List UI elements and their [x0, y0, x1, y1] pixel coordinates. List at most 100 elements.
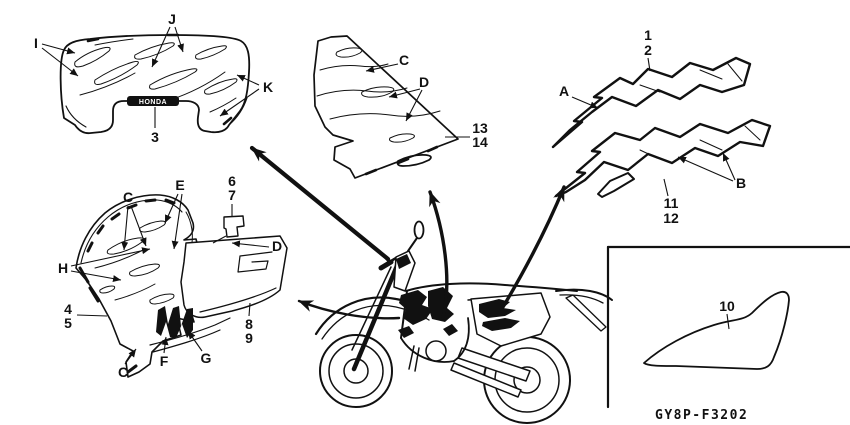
- callout-b: B: [736, 175, 746, 191]
- tank-decal-diagram: HONDA I J K 3: [34, 11, 273, 145]
- callout-c: C: [399, 52, 409, 68]
- rear-wheel-hub: [513, 366, 541, 394]
- callout-6: 6: [228, 173, 236, 189]
- seat-box: 10: [606, 245, 850, 409]
- callout-d: D: [419, 74, 429, 90]
- side-cover-channel: [237, 251, 273, 273]
- arrow-to-stripes: [501, 185, 566, 309]
- side-cover-outline: [180, 235, 288, 319]
- leader-d: [231, 240, 270, 248]
- tank-side-contour-left: [65, 105, 87, 128]
- leader-e-2: [171, 193, 183, 250]
- rear-frame-line: [453, 317, 470, 362]
- footpeg-line-1: [408, 345, 415, 370]
- tank-edge-marks: [86, 33, 233, 126]
- front-wheel-rim: [328, 343, 384, 399]
- leader-g: [187, 330, 203, 352]
- leader-c: [365, 63, 399, 73]
- handlebar-grip: [378, 259, 394, 271]
- leader-j-2: [174, 26, 184, 53]
- mirror: [413, 220, 425, 240]
- callout-9: 9: [245, 330, 253, 346]
- leader-j-1: [151, 26, 171, 68]
- rear-fender-line: [555, 288, 613, 301]
- leader-k-2: [219, 88, 260, 117]
- callout-3: 3: [151, 129, 159, 145]
- leader-10: [726, 313, 730, 330]
- side-shroud-diagram: C E 6 7 D H 4 5 8 9 C F G: [58, 173, 288, 380]
- stripe-upper-details: [639, 63, 743, 93]
- stripe-lower-fragment: [597, 172, 635, 198]
- callout-8: 8: [245, 316, 253, 332]
- callout-f: F: [160, 353, 169, 369]
- leader-1-2: [647, 57, 651, 72]
- leader-d-2: [405, 89, 423, 122]
- callout-14: 14: [472, 134, 488, 150]
- callout-13: 13: [472, 120, 488, 136]
- swingarm-upper: [457, 347, 531, 382]
- lower-band-line-1: [149, 317, 231, 346]
- motorcycle-illustration: [314, 220, 613, 424]
- callout-a: A: [559, 83, 569, 99]
- callout-e: E: [175, 177, 184, 193]
- leader-h-2: [70, 270, 122, 283]
- tank-camo-pattern: [74, 38, 238, 113]
- callout-10: 10: [719, 298, 735, 314]
- callout-2: 2: [644, 42, 652, 58]
- mirror-stem: [407, 237, 418, 252]
- leader-f: [161, 336, 169, 354]
- callout-d-side: D: [272, 238, 282, 254]
- rear-fender-blade: [565, 294, 607, 332]
- callout-c-lower: C: [118, 364, 128, 380]
- callout-arrows: [249, 145, 566, 320]
- callout-c-upper: C: [123, 189, 133, 205]
- leader-i-2: [41, 47, 79, 77]
- tab-connect-line: [212, 235, 227, 244]
- leader-8-9: [248, 302, 251, 317]
- arrow-to-shroud: [297, 299, 401, 320]
- callout-5: 5: [64, 315, 72, 331]
- front-panel-edge-marks: [364, 145, 439, 176]
- lower-band-line-2: [152, 329, 221, 353]
- front-panel-outline: [313, 35, 459, 179]
- callout-1: 1: [644, 27, 652, 43]
- leader-c-upper-2: [130, 205, 147, 247]
- front-fork-inner: [351, 266, 392, 351]
- callout-12: 12: [663, 210, 679, 226]
- swingarm-lower: [450, 362, 522, 398]
- leader-k-1: [236, 74, 260, 86]
- arrow-to-tank: [249, 145, 391, 262]
- stripe-upper: [551, 56, 752, 149]
- callout-g: G: [201, 350, 212, 366]
- rear-fender-inner: [559, 294, 604, 304]
- stripe-lower: [554, 118, 772, 198]
- leader-i-1: [41, 43, 76, 55]
- callout-k: K: [263, 79, 273, 95]
- stripe-lower-details: [639, 125, 761, 159]
- seat-top-line: [405, 282, 578, 292]
- front-wheel-tire: [319, 334, 393, 408]
- callout-11: 11: [664, 195, 679, 211]
- seat-outline: [643, 290, 790, 370]
- shroud-rim-marks: [78, 198, 176, 374]
- belly-line: [400, 337, 455, 363]
- leader-b-1: [677, 156, 734, 182]
- leader-11-12: [663, 178, 669, 197]
- callout-7: 7: [228, 187, 236, 203]
- front-panel-diagram: C D 13 14: [313, 35, 488, 179]
- tank-side-contour-right: [228, 97, 248, 126]
- bracket-tab-outline: [223, 215, 245, 238]
- leader-c-upper-1: [121, 205, 129, 251]
- leader-e-1: [164, 193, 179, 224]
- leader-d-1: [388, 88, 421, 99]
- footpeg-line-2: [414, 347, 420, 372]
- callout-i: I: [34, 35, 38, 51]
- callout-4: 4: [64, 301, 72, 317]
- stripe-cluster-black: [156, 306, 193, 338]
- callout-h: H: [58, 260, 68, 276]
- honda-logo: HONDA: [127, 96, 179, 106]
- headstock-clamp-black: [396, 254, 411, 269]
- leader-4-5: [76, 314, 108, 317]
